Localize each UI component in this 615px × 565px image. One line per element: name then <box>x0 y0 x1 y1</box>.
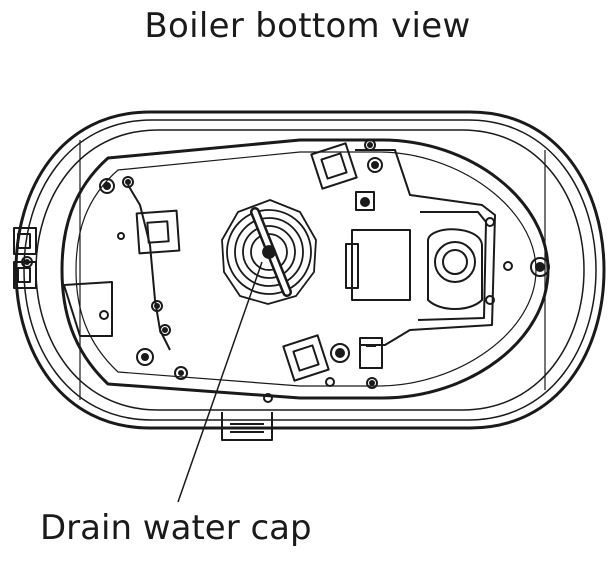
outer-housing <box>14 110 606 430</box>
screws <box>21 139 550 403</box>
base-plate <box>60 138 550 400</box>
drain-water-cap-label: Drain water cap <box>40 508 312 548</box>
diagram-title: Boiler bottom view <box>144 6 471 46</box>
bottom-tab <box>221 412 273 441</box>
drain-water-cap <box>221 199 317 305</box>
callout-leader-line <box>177 261 263 503</box>
